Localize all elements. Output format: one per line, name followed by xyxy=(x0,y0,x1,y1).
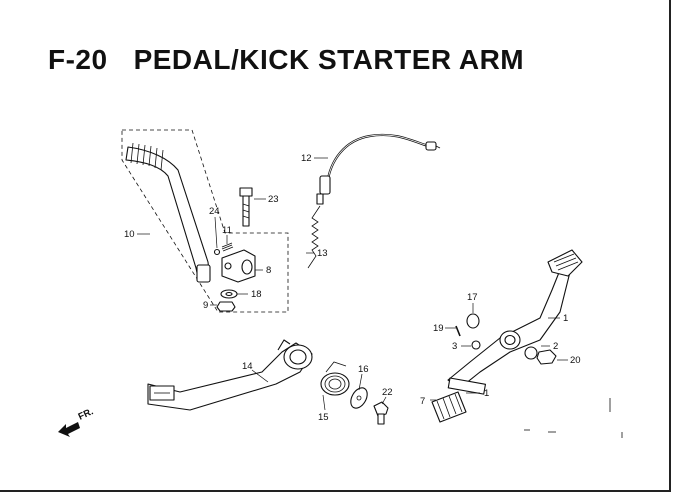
callout-1: 1 xyxy=(563,313,568,324)
washer-3 xyxy=(471,340,481,350)
footpeg-rubber-7 xyxy=(431,391,467,423)
spring-13 xyxy=(307,205,321,269)
callout-15: 15 xyxy=(318,412,329,423)
clamp-8 xyxy=(221,249,256,283)
callout-8: 8 xyxy=(266,265,271,276)
callout-1: 1 xyxy=(484,388,489,399)
callout-3: 3 xyxy=(452,341,457,352)
callout-16: 16 xyxy=(358,364,369,375)
callout-14: 14 xyxy=(242,361,253,372)
return-spring-15 xyxy=(320,361,350,396)
front-direction-label: FR. xyxy=(77,406,96,422)
callout-12: 12 xyxy=(301,153,312,164)
pin-19 xyxy=(455,325,461,337)
callout-11: 11 xyxy=(222,225,232,236)
callout-23: 23 xyxy=(268,194,279,205)
callout-13: 13 xyxy=(317,248,328,259)
callout-17: 17 xyxy=(467,292,478,303)
callout-24: 24 xyxy=(209,206,220,217)
washer-16 xyxy=(350,387,368,409)
page-title: F-20 PEDAL/KICK STARTER ARM xyxy=(48,44,524,76)
brake-cable-12 xyxy=(316,133,441,205)
callout-20: 20 xyxy=(570,355,581,366)
page-frame xyxy=(0,0,671,492)
callout-10: 10 xyxy=(124,229,135,240)
section-name: PEDAL/KICK STARTER ARM xyxy=(133,44,525,75)
step-arm-1 xyxy=(447,249,583,395)
section-code: F-20 xyxy=(48,44,108,75)
pin-24 xyxy=(213,248,221,256)
nut-20 xyxy=(536,349,557,365)
scan-edge-marks xyxy=(524,398,623,438)
bushing-2 xyxy=(524,346,538,360)
callout-2: 2 xyxy=(553,341,558,352)
kick-arm-group-outline xyxy=(121,129,289,313)
spring-11 xyxy=(221,242,234,252)
nut-9 xyxy=(216,301,236,312)
callout-18: 18 xyxy=(251,289,262,300)
callout-7: 7 xyxy=(420,396,425,407)
kick-starter-arm xyxy=(125,142,211,283)
front-direction-arrow-icon xyxy=(58,422,80,437)
callout-22: 22 xyxy=(382,387,393,398)
washer-17 xyxy=(466,313,480,329)
bolt-22 xyxy=(373,401,389,425)
brake-pedal-14 xyxy=(147,339,313,411)
callout-19: 19 xyxy=(433,323,444,334)
callout-9: 9 xyxy=(203,300,208,311)
leader-lines xyxy=(137,157,568,411)
bolt-23 xyxy=(239,187,253,227)
